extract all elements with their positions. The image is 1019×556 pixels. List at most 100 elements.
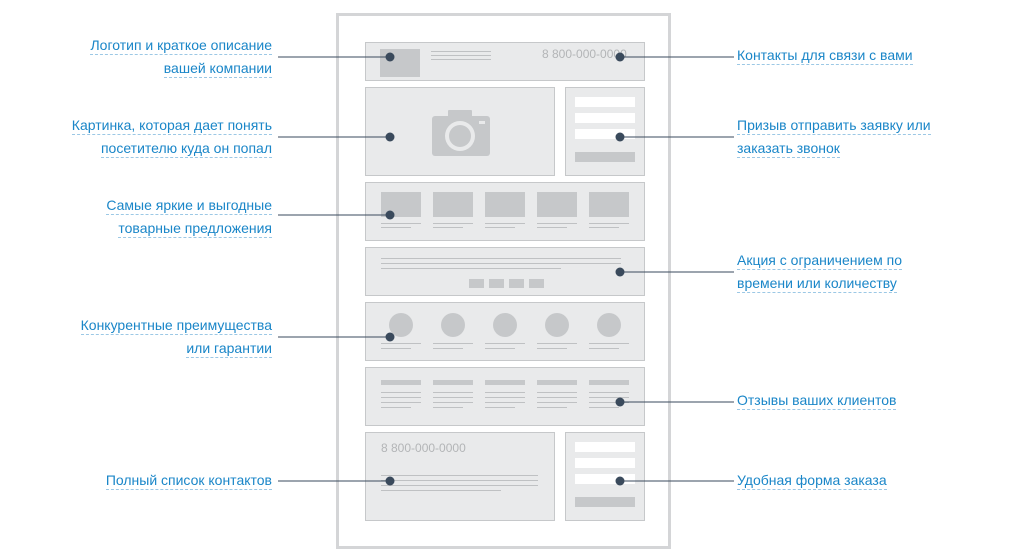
- hero-picture-block: [365, 87, 555, 176]
- advantage-icon: [441, 313, 465, 337]
- product-image: [589, 192, 629, 217]
- review-text: [433, 392, 473, 393]
- product-text: [589, 223, 629, 224]
- camera-icon: [432, 110, 490, 156]
- label-picture: Картинка, которая дает понять посетителю…: [71, 117, 272, 158]
- promo-block: [365, 247, 645, 296]
- review-text: [589, 407, 619, 408]
- countdown-cell: [469, 279, 484, 288]
- review-text: [381, 392, 421, 393]
- review-text: [433, 397, 473, 398]
- contact-text: [381, 490, 501, 491]
- advantages-block: [365, 302, 645, 361]
- advantage-icon: [597, 313, 621, 337]
- form-field: [575, 113, 635, 123]
- advantage-text: [537, 343, 577, 344]
- contact-text: [381, 475, 538, 476]
- advantage-text: [433, 343, 473, 344]
- contact-text: [381, 485, 538, 486]
- review-title: [589, 380, 629, 385]
- review-text: [589, 392, 629, 393]
- form-field: [575, 442, 635, 452]
- advantage-icon: [493, 313, 517, 337]
- review-text: [485, 397, 525, 398]
- label-advantages: Конкурентные преимущества или гарантии: [80, 317, 272, 358]
- review-text: [537, 407, 567, 408]
- product-text: [381, 223, 421, 224]
- description-line: [431, 55, 491, 56]
- review-text: [381, 402, 421, 403]
- review-text: [537, 397, 577, 398]
- review-text: [485, 407, 515, 408]
- offers-block: [365, 182, 645, 241]
- review-text: [381, 397, 421, 398]
- description-line: [431, 51, 491, 52]
- product-text: [485, 223, 525, 224]
- form-field: [575, 129, 635, 139]
- footer-contacts-block: 8 800-000-0000: [365, 432, 555, 521]
- label-contacts-full: Полный список контактов: [105, 472, 272, 490]
- review-text: [537, 402, 577, 403]
- reviews-block: [365, 367, 645, 426]
- label-offers: Самые яркие и выгодные товарные предложе…: [106, 197, 272, 238]
- form-field: [575, 97, 635, 107]
- promo-text: [381, 258, 621, 259]
- review-title: [381, 380, 421, 385]
- product-text: [433, 227, 463, 228]
- review-text: [589, 402, 629, 403]
- advantage-icon: [545, 313, 569, 337]
- advantage-text: [485, 348, 515, 349]
- form-field: [575, 458, 635, 468]
- review-title: [485, 380, 525, 385]
- contact-text: [381, 480, 538, 481]
- product-text: [537, 227, 567, 228]
- label-promo: Акция с ограничением по времени или коли…: [737, 252, 902, 293]
- label-callback: Призыв отправить заявку или заказать зво…: [737, 117, 931, 158]
- order-form-block: [565, 432, 645, 521]
- form-field: [575, 474, 635, 484]
- label-contacts: Контакты для связи с вами: [737, 47, 913, 65]
- header-phone: 8 800-000-0000: [542, 47, 627, 61]
- countdown-cell: [509, 279, 524, 288]
- advantage-text: [589, 348, 619, 349]
- label-order-form: Удобная форма заказа: [737, 472, 887, 490]
- advantage-text: [589, 343, 629, 344]
- callback-form-block: [565, 87, 645, 176]
- countdown-cell: [489, 279, 504, 288]
- review-text: [589, 397, 629, 398]
- description-line: [431, 59, 491, 60]
- review-text: [433, 402, 473, 403]
- product-text: [537, 223, 577, 224]
- form-button: [575, 497, 635, 507]
- review-text: [537, 392, 577, 393]
- advantage-text: [537, 348, 567, 349]
- product-text: [433, 223, 473, 224]
- advantage-icon: [389, 313, 413, 337]
- review-text: [485, 402, 525, 403]
- promo-text: [381, 268, 561, 269]
- product-text: [381, 227, 411, 228]
- logo-placeholder: [380, 49, 420, 77]
- countdown-cell: [529, 279, 544, 288]
- product-image: [537, 192, 577, 217]
- label-reviews: Отзывы ваших клиентов: [737, 392, 897, 410]
- header-block: 8 800-000-0000: [365, 42, 645, 81]
- advantage-text: [381, 348, 411, 349]
- review-title: [433, 380, 473, 385]
- footer-phone: 8 800-000-0000: [381, 441, 466, 455]
- review-text: [381, 407, 411, 408]
- product-image: [433, 192, 473, 217]
- product-text: [485, 227, 515, 228]
- advantage-text: [433, 348, 463, 349]
- label-logo: Логотип и краткое описание вашей компани…: [90, 37, 272, 78]
- advantage-text: [381, 343, 421, 344]
- form-button: [575, 152, 635, 162]
- review-text: [433, 407, 463, 408]
- product-text: [589, 227, 619, 228]
- review-title: [537, 380, 577, 385]
- product-image: [381, 192, 421, 217]
- product-image: [485, 192, 525, 217]
- review-text: [485, 392, 525, 393]
- advantage-text: [485, 343, 525, 344]
- promo-text: [381, 263, 621, 264]
